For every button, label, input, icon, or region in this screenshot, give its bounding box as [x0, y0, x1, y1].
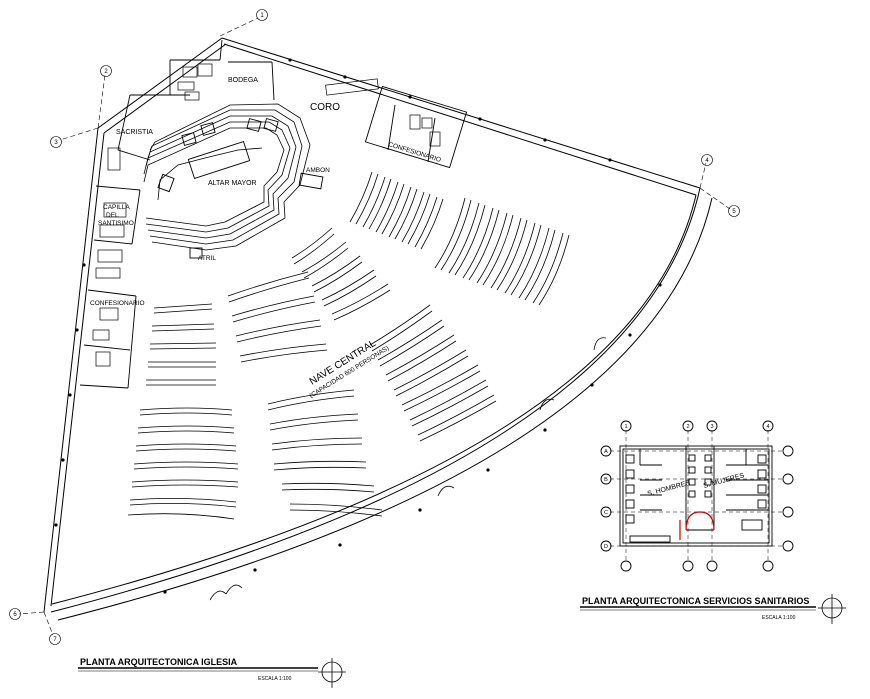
pews-center-group	[227, 227, 497, 517]
church-plan-title: PLANTA ARQUITECTONICA IGLESIA	[80, 657, 238, 667]
sanitary-door-swings	[679, 511, 715, 540]
church-axis-labels: 1 2 3 4 5 6 7	[13, 13, 736, 643]
room-label-confesionario-left: CONFESIONARIO	[90, 300, 145, 307]
sanitary-plan-title: PLANTA ARQUITECTONICA SERVICIOS SANITARI…	[582, 596, 809, 606]
room-label-atril: ATRIL	[198, 255, 216, 262]
sanitary-axis-labels: 1 2 3 4 A B C D	[604, 424, 770, 550]
altar-table	[157, 118, 324, 259]
axis-tag: 2	[686, 424, 689, 430]
room-label-capilla: DEL	[106, 212, 119, 219]
axis-tag: 3	[710, 424, 713, 430]
axis-tag: B	[604, 477, 608, 483]
church-axis-grid	[9, 9, 740, 645]
axis-tag: 4	[766, 424, 769, 430]
axis-tag: 4	[705, 158, 709, 164]
room-label-capilla: CAPILLA	[103, 204, 130, 211]
north-arrow-icon	[818, 594, 846, 624]
axis-tag: 7	[53, 637, 57, 643]
axis-tag: 1	[260, 13, 264, 19]
sanitary-title-block: PLANTA ARQUITECTONICA SERVICIOS SANITARI…	[580, 594, 846, 624]
church-title-block: PLANTA ARQUITECTONICA IGLESIA ESCALA 1:1…	[78, 657, 346, 688]
axis-tag: 6	[13, 612, 17, 618]
axis-tag: 1	[624, 424, 627, 430]
room-label-altar: ALTAR MAYOR	[208, 180, 257, 187]
axis-tag: C	[604, 510, 608, 516]
curved-wall-doors	[209, 337, 607, 601]
sanitary-plan	[600, 420, 794, 572]
axis-tag: D	[604, 544, 608, 550]
room-label-capilla: SANTISIMO	[98, 220, 134, 227]
axis-tag: A	[604, 449, 608, 455]
room-label-men: S. HOMBRES	[647, 480, 692, 498]
room-label-women: S. MUJERES	[703, 472, 746, 490]
sanitary-plan-scale: ESCALA 1:100	[762, 615, 796, 621]
wall-columns	[54, 58, 662, 594]
room-label-bodega: BODEGA	[228, 77, 258, 84]
room-furniture	[92, 63, 441, 367]
axis-tag: 2	[104, 69, 108, 75]
pews-right-group	[349, 171, 570, 306]
room-label-coro: CORO	[310, 102, 340, 113]
presbytery-steps	[143, 103, 311, 251]
interior-partitions	[79, 39, 468, 389]
room-label-sacristia: SACRISTIA	[116, 129, 153, 136]
axis-tag: 5	[732, 209, 736, 215]
room-label-ambon: AMBON	[306, 167, 330, 174]
church-outer-walls	[43, 37, 713, 621]
church-plan-scale: ESCALA 1:100	[258, 676, 292, 682]
pews-left-group	[127, 303, 239, 520]
room-label-confesionario-top: CONFESIONARIO	[387, 141, 441, 164]
north-arrow-icon	[318, 658, 346, 688]
axis-tag: 3	[54, 140, 58, 146]
sanitary-room-labels: S. HOMBRES S. MUJERES	[647, 472, 746, 498]
